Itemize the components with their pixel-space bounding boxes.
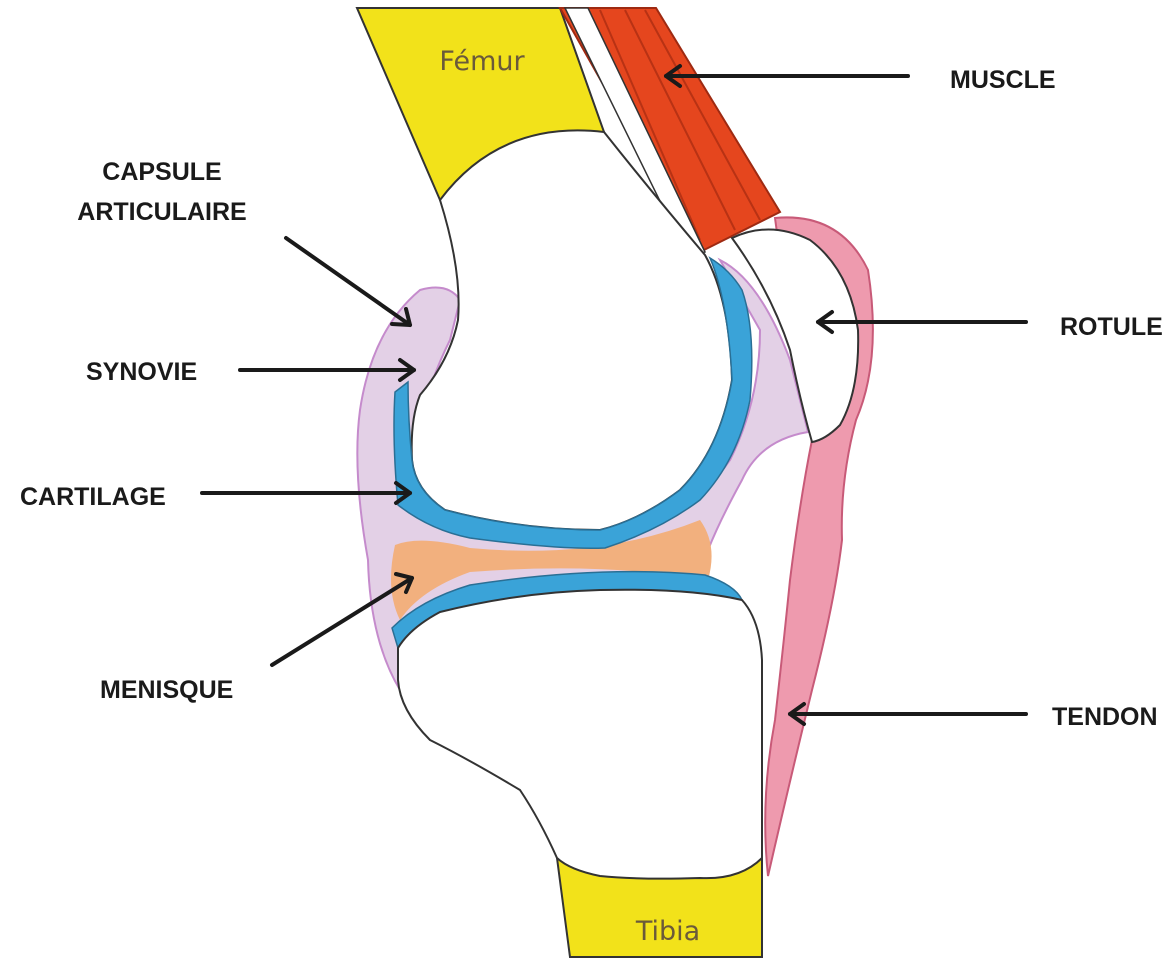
arrow-tendon bbox=[790, 704, 1026, 724]
tibia-head bbox=[398, 590, 762, 879]
label-capsule-line1: CAPSULE bbox=[102, 158, 221, 186]
label-muscle: MUSCLE bbox=[950, 66, 1056, 94]
label-menisque: MENISQUE bbox=[100, 676, 233, 704]
label-synovie: SYNOVIE bbox=[86, 358, 197, 386]
label-rotule: ROTULE bbox=[1060, 313, 1163, 341]
tibia-label: Tibia bbox=[635, 916, 700, 947]
arrow-capsule bbox=[286, 238, 410, 325]
label-cartilage: CARTILAGE bbox=[20, 483, 166, 511]
label-capsule-line2: ARTICULAIRE bbox=[77, 198, 246, 226]
label-tendon: TENDON bbox=[1052, 703, 1158, 731]
femur-label: Fémur bbox=[439, 46, 525, 77]
